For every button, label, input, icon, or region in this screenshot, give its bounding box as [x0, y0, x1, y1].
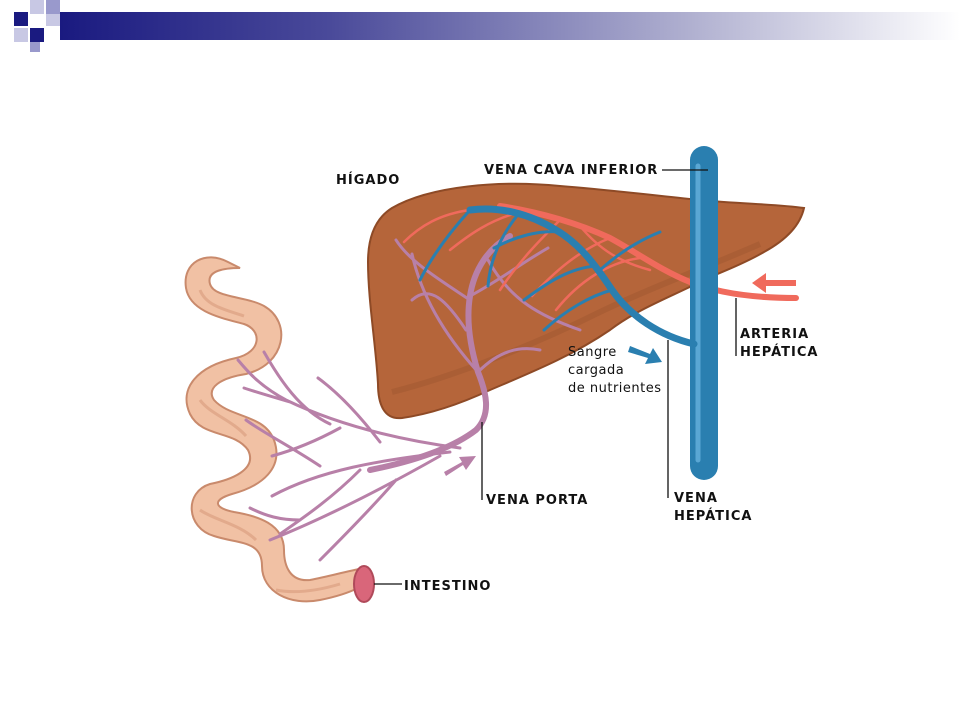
slide-header — [0, 0, 960, 56]
label-vena-hepatica-line1: VENA — [674, 491, 718, 506]
header-square-4 — [30, 28, 44, 42]
header-gradient-bar — [60, 12, 960, 40]
label-sangre-line2: cargada — [568, 363, 624, 378]
venous-system — [418, 146, 718, 480]
leader-lines — [374, 169, 737, 585]
label-sangre-line1: Sangre — [568, 345, 617, 360]
mesenteric-veins — [236, 350, 462, 562]
label-vena-porta: VENA PORTA — [486, 493, 588, 508]
arrow-arterial-inflow — [752, 273, 796, 293]
label-vena-cava-inferior: VENA CAVA INFERIOR — [484, 163, 658, 178]
arrow-portal-flow — [444, 456, 476, 476]
header-square-7 — [30, 42, 40, 52]
hepatic-vein-main — [466, 205, 698, 348]
label-sangre-line3: de nutrientes — [568, 381, 662, 396]
hepatic-artery-main — [497, 203, 799, 301]
label-intestino: INTESTINO — [404, 579, 491, 594]
label-arteria-line1: ARTERIA — [740, 327, 809, 342]
header-square-1 — [14, 12, 28, 26]
intestine-highlight — [198, 289, 341, 594]
label-higado: HÍGADO — [336, 172, 400, 188]
intestine-opening — [353, 565, 375, 603]
arrow-nutrient-blood — [628, 346, 662, 364]
portal-branch-1 — [394, 238, 582, 374]
label-vena-hepatica-line2: HEPÁTICA — [674, 508, 752, 524]
hepatic-vein-branches — [418, 208, 662, 332]
header-square-3 — [46, 12, 60, 26]
header-square-6 — [46, 0, 60, 14]
header-square-5 — [14, 28, 28, 42]
label-arteria-line2: HEPÁTICA — [740, 344, 818, 360]
header-square-2 — [30, 0, 44, 14]
hepatic-artery-branches — [402, 208, 652, 312]
intestine — [184, 256, 375, 603]
portal-vein — [236, 233, 582, 562]
hepatic-artery — [402, 203, 799, 312]
